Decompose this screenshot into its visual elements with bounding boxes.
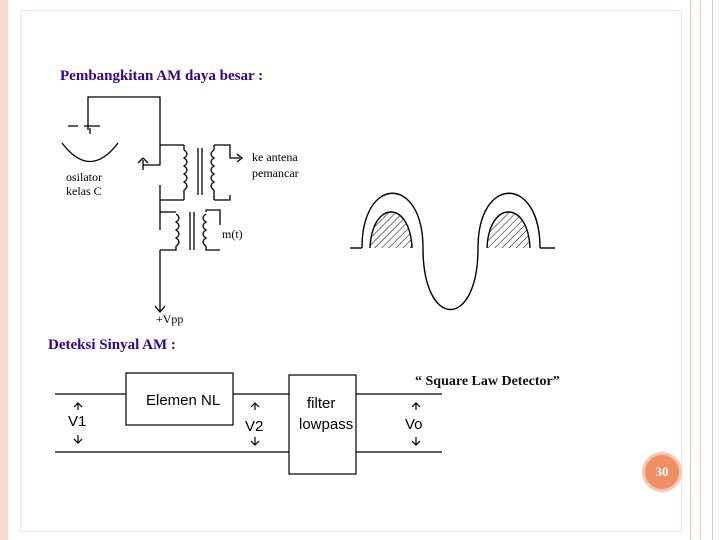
arrow-down-icon bbox=[73, 435, 83, 444]
waveform-hatch bbox=[487, 212, 530, 248]
secondary-coil bbox=[210, 149, 216, 191]
slide-right-rail bbox=[712, 0, 713, 540]
page-number-badge: 30 bbox=[642, 452, 682, 492]
arrow-icon bbox=[154, 305, 166, 314]
waveform-negative-half bbox=[422, 247, 479, 310]
nonlinear-block-label: Elemen NL bbox=[146, 392, 221, 409]
modulation-label: m(t) bbox=[222, 227, 243, 241]
oscillator-symbol bbox=[61, 142, 119, 162]
circuit-wire bbox=[205, 209, 221, 225]
arrow-up-icon bbox=[411, 402, 421, 410]
circuit-wire bbox=[214, 144, 240, 159]
antenna-label: ke antena bbox=[252, 150, 298, 164]
oscillator-label: kelas C bbox=[66, 184, 102, 198]
filter-block-label: lowpass bbox=[299, 416, 354, 433]
antenna-label: pemancar bbox=[252, 166, 299, 180]
slide-right-rail bbox=[690, 0, 691, 540]
arrow-down-icon bbox=[411, 437, 421, 446]
nonlinear-block bbox=[125, 372, 234, 426]
arrow-up-icon bbox=[73, 402, 83, 410]
arrow-icon bbox=[137, 157, 149, 164]
filter-block bbox=[288, 374, 357, 475]
slide-right-rail bbox=[700, 0, 701, 540]
page-number: 30 bbox=[655, 464, 669, 479]
modulation-coil bbox=[174, 213, 180, 247]
circuit-wire bbox=[87, 96, 161, 135]
oscillator-label: osilator bbox=[66, 170, 102, 184]
arrow-down-icon bbox=[250, 437, 260, 446]
section1-title: Pembangkitan AM daya besar : bbox=[60, 68, 264, 84]
modulation-coil bbox=[202, 213, 208, 247]
waveform-pulse-outline bbox=[477, 192, 541, 249]
circuit-wire bbox=[205, 246, 220, 251]
arrow-icon bbox=[236, 153, 244, 163]
v1-label: V1 bbox=[68, 413, 87, 430]
waveform-pulse-outline bbox=[361, 192, 424, 249]
square-law-caption: “ Square Law Detector” bbox=[415, 374, 560, 389]
transformer-core bbox=[197, 148, 203, 195]
circuit-wire bbox=[214, 195, 231, 201]
primary-coil bbox=[182, 149, 188, 191]
transformer-core bbox=[189, 212, 195, 250]
waveform-hatch bbox=[370, 212, 412, 248]
section2-title: Deteksi Sinyal AM : bbox=[48, 337, 176, 353]
circuit-wire bbox=[160, 246, 177, 251]
circuit-wire bbox=[143, 135, 161, 166]
arrow-up-icon bbox=[250, 402, 260, 410]
supply-label: +Vpp bbox=[156, 312, 184, 326]
v2-label: V2 bbox=[245, 418, 264, 435]
slide-frame bbox=[20, 10, 682, 532]
slide-left-border bbox=[0, 0, 8, 540]
filter-block-label: filter bbox=[307, 395, 336, 412]
vo-label: Vo bbox=[405, 416, 423, 433]
